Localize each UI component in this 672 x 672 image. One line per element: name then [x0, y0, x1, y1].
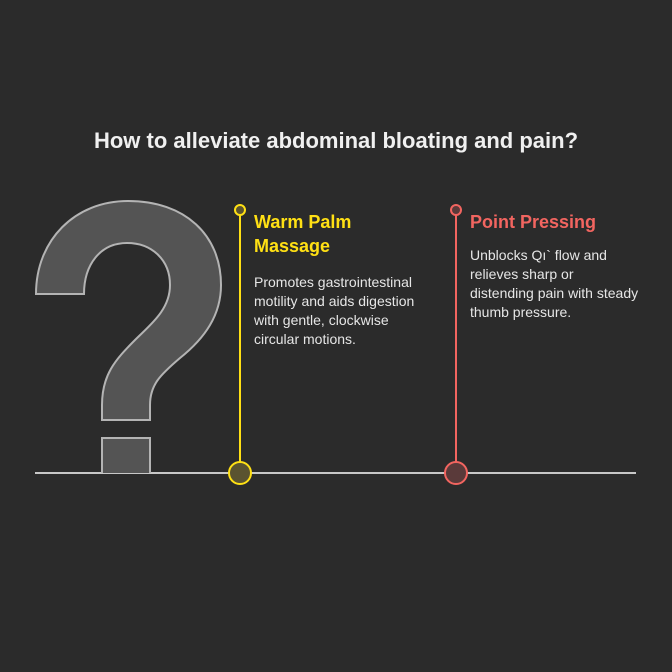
item-title-warm-palm: Warm Palm Massage: [254, 212, 352, 256]
question-mark-icon: [34, 199, 223, 473]
item-title-point-pressing: Point Pressing: [470, 212, 597, 232]
item-description-point-pressing: Unblocks Qı` flow and relieves sharp or …: [470, 247, 639, 320]
marker-warm-palm: [228, 204, 252, 485]
page-title: How to alleviate abdominal bloating and …: [93, 128, 579, 153]
item-description-warm-palm: Promotes gastrointestinal motility and a…: [254, 274, 415, 347]
marker-point-pressing: [444, 204, 468, 485]
